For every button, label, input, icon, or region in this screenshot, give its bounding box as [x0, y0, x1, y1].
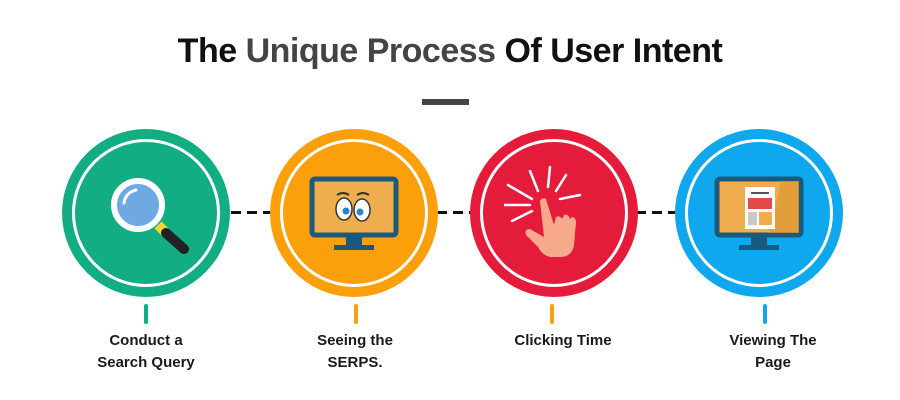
step-1-label: Conduct a Search Query — [56, 330, 236, 374]
step-2-tick — [354, 304, 358, 324]
step-1-search-query — [62, 129, 230, 297]
step-2-serps — [270, 129, 438, 297]
step-4-label: Viewing The Page — [683, 330, 863, 374]
step-3-clicking — [470, 129, 638, 297]
title-part1: The — [177, 32, 246, 70]
page-title: The Unique Process Of User Intent — [0, 32, 900, 71]
monitor-with-eyes-icon — [309, 176, 399, 250]
pointing-hand-click-icon — [504, 165, 582, 257]
monitor-webpage-icon — [714, 176, 804, 250]
connector-2-3 — [437, 211, 471, 214]
step-4-label-line2: Page — [755, 354, 791, 371]
step-2-ring — [280, 139, 428, 287]
step-1-label-line2: Search Query — [97, 354, 195, 371]
step-3-tick — [550, 304, 554, 324]
step-1-tick — [144, 304, 148, 324]
step-4-viewing-page — [675, 129, 843, 297]
step-4-label-line1: Viewing The — [729, 332, 817, 349]
connector-1-2 — [231, 211, 271, 214]
connector-3-4 — [636, 211, 676, 214]
step-4-tick — [763, 304, 767, 324]
step-3-label: Clicking Time — [473, 330, 653, 352]
title-underline-divider — [422, 99, 469, 105]
step-2-label: Seeing the SERPS. — [265, 330, 445, 374]
step-2-label-line2: SERPS. — [327, 354, 383, 371]
step-3-ring — [480, 139, 628, 287]
step-4-ring — [685, 139, 833, 287]
title-part2: Of User Intent — [495, 32, 723, 70]
step-3-label-line1: Clicking Time — [514, 332, 612, 349]
title-accent: Unique Process — [245, 32, 496, 70]
magnifying-glass-icon — [111, 178, 189, 254]
step-2-label-line1: Seeing the — [317, 332, 393, 349]
step-1-label-line1: Conduct a — [109, 332, 183, 349]
step-1-ring — [72, 139, 220, 287]
